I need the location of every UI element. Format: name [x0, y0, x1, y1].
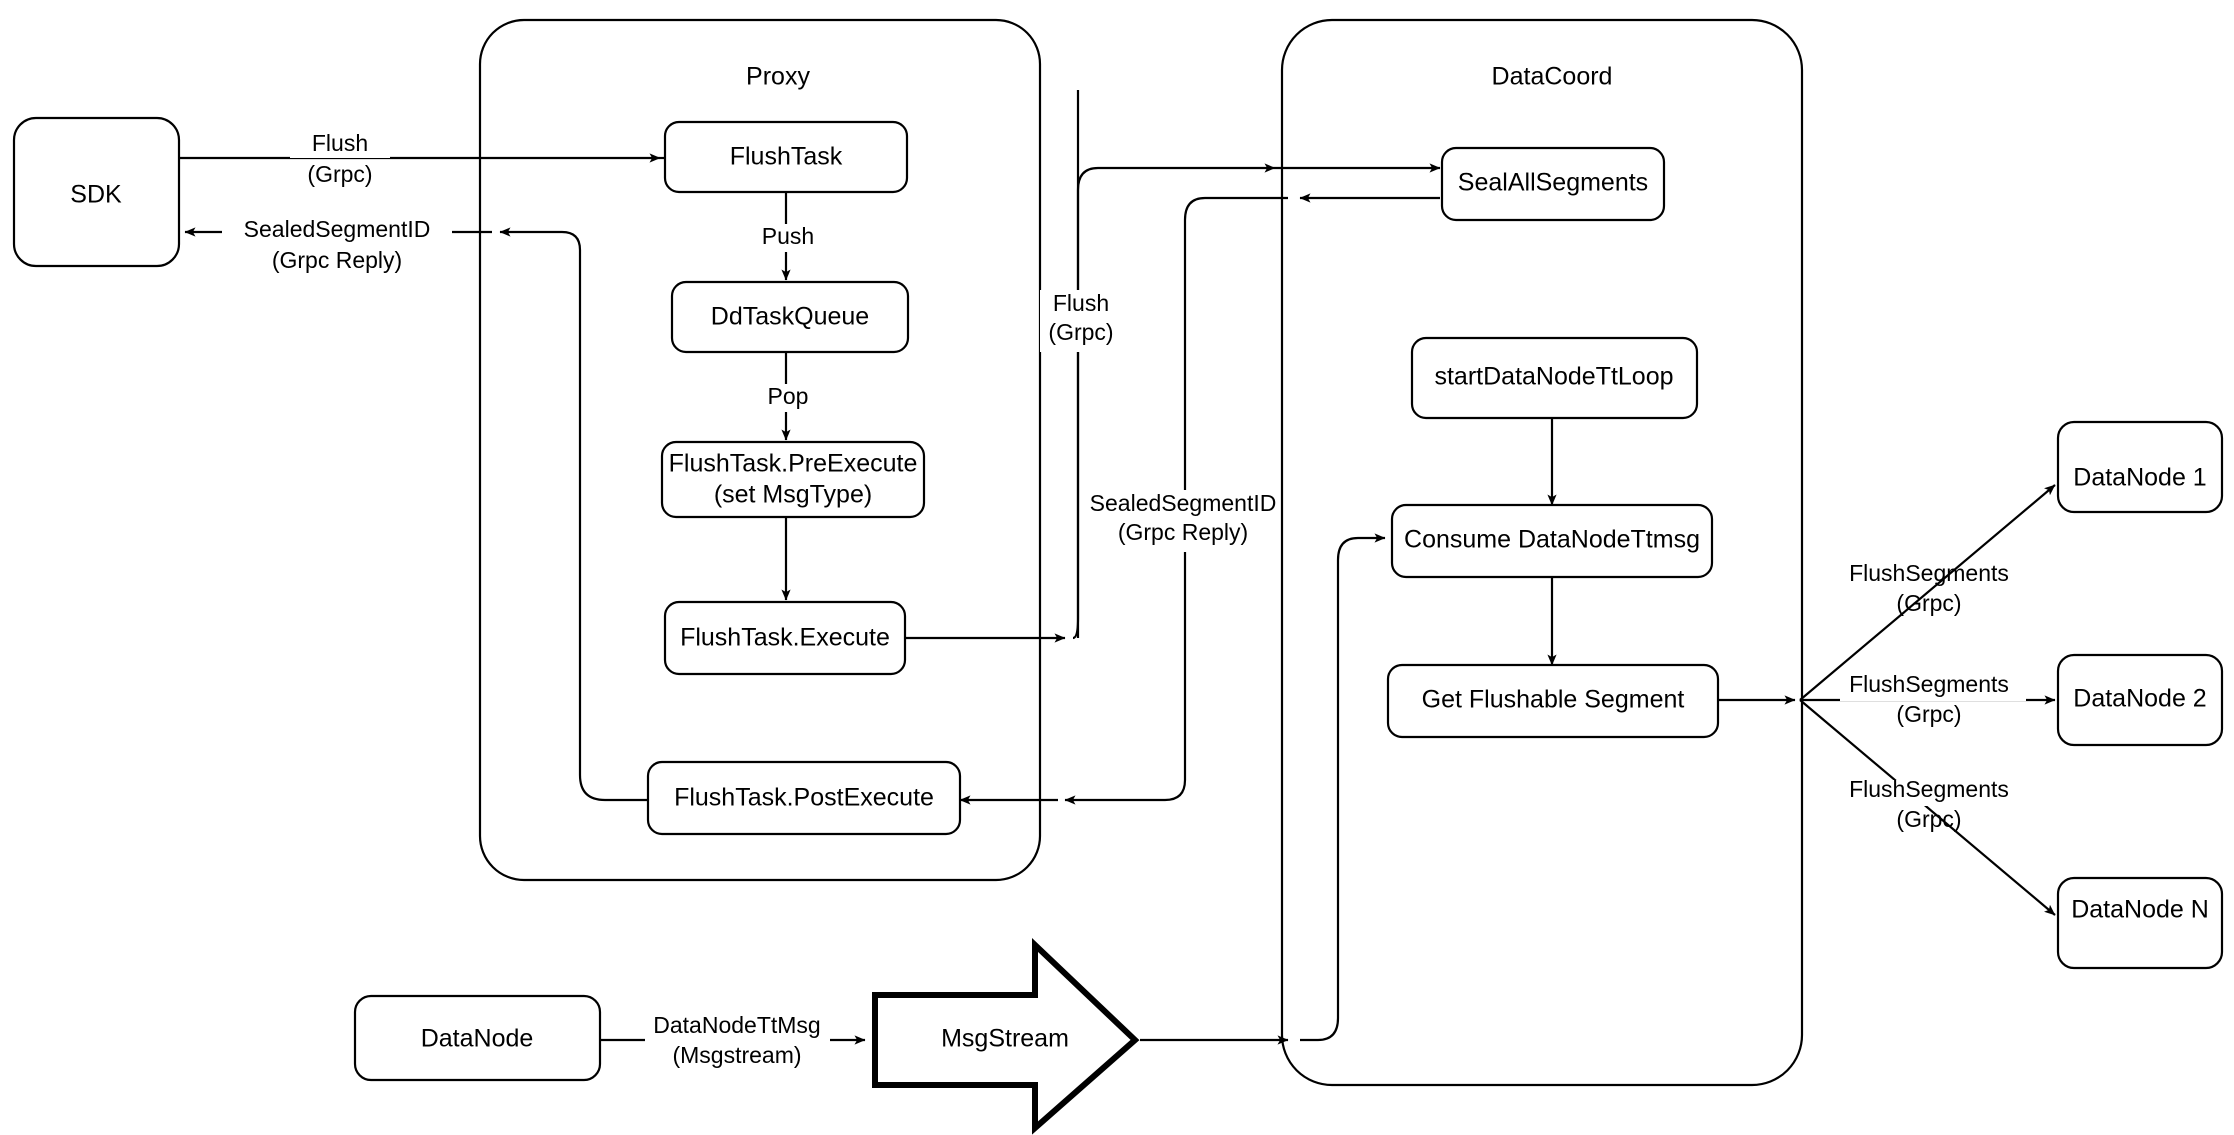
label-bg-9: [1840, 780, 2026, 806]
edge-label-sealedsegmentid-reply-line1: SealedSegmentID: [1090, 490, 1277, 516]
label-bg-3: [753, 224, 823, 252]
edge-label-flush-segments-1: FlushSegments (Grpc): [1849, 560, 2009, 616]
flush-task-preexecute-label-line1: FlushTask.PreExecute: [669, 450, 918, 478]
flush-task-postexecute-box[interactable]: [646, 760, 962, 836]
edge-label-flushsegments-2-line1: FlushSegments: [1849, 671, 2009, 697]
edge-label-datanodettmsg-line1: DataNodeTtMsg: [653, 1012, 820, 1038]
edge-label-sealedsegmentid-line1: SealedSegmentID: [244, 216, 431, 242]
edge-label-flush-datacoord-line2: (Grpc): [1048, 319, 1113, 345]
edge-label-flush-segments-2: FlushSegments (Grpc): [1840, 671, 2026, 727]
consume-datanode-ttmsg-box[interactable]: [1390, 503, 1714, 579]
edge-label-proxy-to-datacoord: Flush (Grpc): [1040, 290, 1130, 352]
edge-datacoord-border-to-consume: [1300, 533, 1386, 1042]
edge-label-push: Push: [753, 223, 823, 252]
edge-label-sealedsegmentid-line2: (Grpc Reply): [272, 247, 402, 273]
edge-label-flushsegments-1-line2: (Grpc): [1896, 590, 1961, 616]
node-seal-all-segments[interactable]: SealAllSegments: [1440, 146, 1666, 222]
label-bg-7: [645, 1027, 830, 1053]
msgstream-label: MsgStream: [941, 1025, 1069, 1053]
node-msgstream[interactable]: MsgStream: [872, 938, 1140, 1135]
flush-task-execute-box[interactable]: [663, 600, 907, 676]
node-sdk[interactable]: SDK: [12, 116, 181, 268]
edge-label-sdk-to-proxy: Flush (Grpc): [290, 130, 390, 187]
edge-label-datanodettmsg-line2: (Msgstream): [672, 1042, 801, 1068]
datanode-source-label: DataNode: [421, 1025, 534, 1053]
node-flush-task-postexecute[interactable]: FlushTask.PostExecute: [646, 760, 962, 836]
edge-label-proxy-to-sdk: SealedSegmentID (Grpc Reply): [222, 216, 452, 273]
datanode-source-box[interactable]: [353, 994, 602, 1082]
edge-label-flushsegments-1-line1: FlushSegments: [1849, 560, 2009, 586]
datanode-n-box[interactable]: [2056, 876, 2224, 970]
msgstream-arrow-shape[interactable]: [872, 938, 1140, 1135]
node-datanode-1[interactable]: DataNode 1: [2056, 420, 2224, 514]
edge-label-push: Push: [762, 223, 814, 249]
edge-junction-to-datanode-n: [1799, 699, 2056, 916]
start-datanode-tt-loop-label: startDataNodeTtLoop: [1434, 363, 1673, 391]
consume-datanode-ttmsg-label: Consume DataNodeTtmsg: [1404, 526, 1700, 554]
node-get-flushable-segment[interactable]: Get Flushable Segment: [1386, 663, 1720, 739]
edge-label-flush-grpc-line2: (Grpc): [307, 161, 372, 187]
edge-label-sealedsegmentid-reply-line2: (Grpc Reply): [1118, 519, 1248, 545]
edge-label-flush-grpc-line1: Flush: [312, 130, 368, 156]
seal-all-segments-box[interactable]: [1440, 146, 1666, 222]
label-bg-5: [1040, 290, 1130, 352]
edge-junction-to-datanode-1: [1799, 484, 2056, 701]
label-bg-1: [290, 130, 390, 158]
edge-flush-grpc-to-datacoord: [1072, 163, 1276, 640]
edge-label-flushsegments-2-line2: (Grpc): [1896, 701, 1961, 727]
node-datanode-n[interactable]: DataNode N: [2056, 876, 2224, 970]
flush-task-preexecute-box[interactable]: [660, 440, 926, 519]
flush-task-box[interactable]: [663, 120, 909, 194]
datanode-n-label: DataNode N: [2071, 896, 2209, 924]
get-flushable-segment-label: Get Flushable Segment: [1422, 686, 1685, 714]
datanode-2-box[interactable]: [2056, 653, 2224, 747]
node-start-datanode-tt-loop[interactable]: startDataNodeTtLoop: [1410, 336, 1699, 420]
label-bg-6: [1092, 490, 1278, 552]
proxy-container-title: Proxy: [746, 63, 810, 91]
node-consume-datanode-ttmsg[interactable]: Consume DataNodeTtmsg: [1390, 503, 1714, 579]
node-dd-task-queue[interactable]: DdTaskQueue: [670, 280, 910, 354]
dd-task-queue-label: DdTaskQueue: [711, 303, 869, 331]
node-flush-task[interactable]: FlushTask: [663, 120, 909, 194]
node-flush-task-preexecute[interactable]: FlushTask.PreExecute (set MsgType): [660, 440, 926, 519]
sdk-box[interactable]: [12, 116, 181, 268]
sdk-label: SDK: [70, 181, 122, 209]
edge-label-datacoord-to-proxy: SealedSegmentID (Grpc Reply): [1090, 490, 1278, 552]
datanode-1-box[interactable]: [2056, 420, 2224, 514]
node-datanode-source[interactable]: DataNode: [353, 994, 602, 1082]
node-datanode-2[interactable]: DataNode 2: [2056, 653, 2224, 747]
get-flushable-segment-box[interactable]: [1386, 663, 1720, 739]
dd-task-queue-box[interactable]: [670, 280, 910, 354]
datacoord-container-title: DataCoord: [1492, 63, 1613, 91]
label-bg-4: [757, 384, 819, 412]
edge-label-pop: Pop: [768, 383, 809, 409]
label-bg-8: [1840, 675, 2026, 701]
flush-task-label: FlushTask: [730, 143, 843, 171]
flush-task-postexecute-label: FlushTask.PostExecute: [674, 784, 934, 812]
edge-label-flush-segments-n: FlushSegments (Grpc): [1840, 776, 2026, 832]
flush-task-preexecute-label-line2: (set MsgType): [714, 481, 872, 509]
datanode-1-label: DataNode 1: [2073, 464, 2206, 492]
flush-task-execute-label: FlushTask.Execute: [680, 624, 890, 652]
edge-label-datanode-ttmsg: DataNodeTtMsg (Msgstream): [645, 1012, 830, 1068]
edge-postexecute-to-proxy-border: [499, 227, 655, 802]
start-datanode-tt-loop-box[interactable]: [1410, 336, 1699, 420]
seal-all-segments-label: SealAllSegments: [1458, 169, 1648, 197]
node-flush-task-execute[interactable]: FlushTask.Execute: [663, 600, 907, 676]
edge-label-flushsegments-n-line1: FlushSegments: [1849, 776, 2009, 802]
edge-label-flush-datacoord-line1: Flush: [1053, 290, 1109, 316]
edge-label-pop: Pop: [757, 383, 819, 412]
label-bg-2: [222, 218, 452, 244]
datanode-2-label: DataNode 2: [2073, 685, 2206, 713]
edge-label-flushsegments-n-line2: (Grpc): [1896, 806, 1961, 832]
